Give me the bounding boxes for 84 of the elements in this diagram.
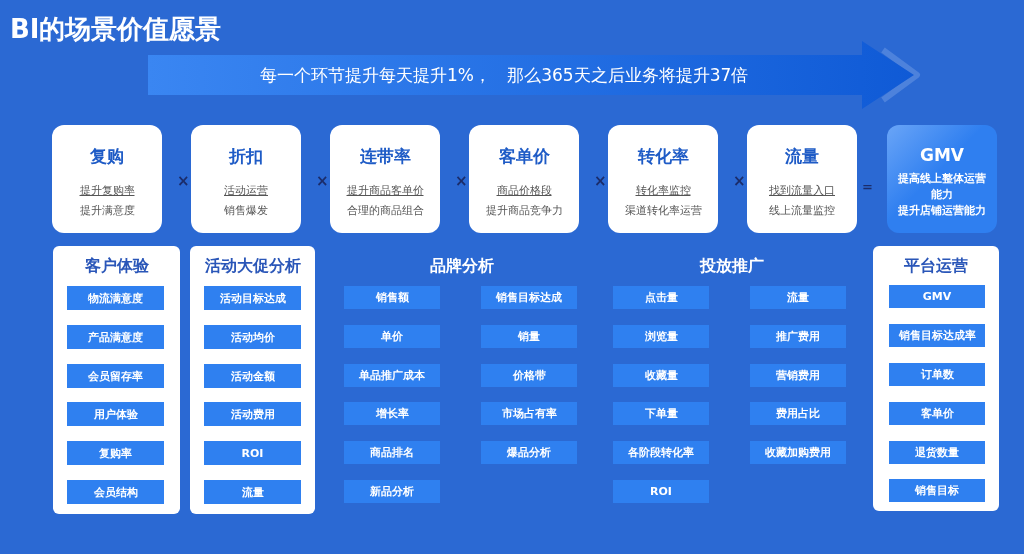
metric-tag: 退货数量	[889, 441, 985, 464]
metric-tag: 增长率	[344, 402, 440, 425]
operator-sign: ×	[455, 172, 468, 190]
metric-tag: GMV	[889, 285, 985, 308]
metric-tag: 流量	[750, 286, 846, 309]
card-text: 合理的商品组合	[346, 203, 424, 219]
metric-card	[469, 125, 579, 233]
metric-tag: 用户体验	[67, 402, 164, 426]
result-card	[887, 125, 997, 233]
panel-title: 平台运营	[903, 256, 969, 277]
metric-tag: 单价	[344, 325, 440, 348]
metric-tag: 浏览量	[613, 325, 709, 348]
category-panel	[190, 246, 315, 514]
metric-tag: 复购率	[67, 441, 164, 465]
card-title: 复购	[90, 145, 124, 168]
card-text: 提升复购率	[79, 183, 135, 199]
card-text: 找到流量入口	[769, 183, 835, 199]
metric-tag: 价格带	[481, 364, 577, 387]
metric-card	[52, 125, 162, 233]
card-title: GMV	[920, 145, 964, 165]
metric-card	[330, 125, 440, 233]
metric-tag: ROI	[204, 441, 301, 465]
group-heading: 投放推广	[700, 256, 764, 277]
metric-tag: 销售目标	[889, 479, 985, 502]
metric-tag: 活动均价	[204, 325, 301, 349]
card-text: 商品价格段	[496, 183, 552, 199]
banner-text: 每一个环节提升每天提升1%， 那么365天之后业务将提升37倍	[260, 64, 749, 87]
card-title: 流量	[785, 145, 819, 168]
panel-title: 客户体验	[83, 256, 150, 277]
operator-sign: ×	[316, 172, 329, 190]
metric-tag: 单品推广成本	[344, 364, 440, 387]
metric-tag: 活动目标达成	[204, 286, 301, 310]
metric-tag: 新品分析	[344, 480, 440, 503]
title: BI的场景价值愿景	[10, 13, 222, 46]
metric-tag: 销售目标达成	[481, 286, 577, 309]
metric-tag: 物流满意度	[67, 286, 164, 310]
metric-tag: 会员结构	[67, 480, 164, 504]
metric-tag: 销售额	[344, 286, 440, 309]
card-text: 提升商品客单价	[346, 183, 424, 199]
metric-tag: 各阶段转化率	[613, 441, 709, 464]
card-text: 线上流量监控	[769, 203, 835, 219]
metric-tag: 市场占有率	[481, 402, 577, 425]
metric-tag: 爆品分析	[481, 441, 577, 464]
category-panel	[873, 246, 999, 511]
metric-card	[191, 125, 301, 233]
category-panel	[53, 246, 180, 514]
panel-title: 活动大促分析	[203, 256, 302, 277]
metric-card	[608, 125, 718, 233]
metric-tag: 活动费用	[204, 402, 301, 426]
metric-tag: 会员留存率	[67, 364, 164, 388]
operator-sign: ×	[177, 172, 190, 190]
card-text: 转化率监控	[635, 183, 691, 199]
metric-tag: 订单数	[889, 363, 985, 386]
card-title: 转化率	[637, 145, 689, 168]
metric-tag: 流量	[204, 480, 301, 504]
metric-tag: 收藏加购费用	[750, 441, 846, 464]
metric-tag: 点击量	[613, 286, 709, 309]
metric-tag: 活动金额	[204, 364, 301, 388]
metric-tag: 费用占比	[750, 402, 846, 425]
metric-tag: 收藏量	[613, 364, 709, 387]
card-title: 连带率	[359, 145, 411, 168]
card-text: 渠道转化率运营	[624, 203, 702, 219]
metric-tag: 商品排名	[344, 441, 440, 464]
metric-tag: 销量	[481, 325, 577, 348]
group-heading: 品牌分析	[430, 256, 494, 277]
metric-tag: 下单量	[613, 402, 709, 425]
card-text: 提升满意度	[79, 203, 135, 219]
card-text: 提高线上整体运营能力	[897, 171, 987, 203]
metric-tag: 营销费用	[750, 364, 846, 387]
metric-tag: ROI	[613, 480, 709, 503]
card-text: 销售爆发	[224, 203, 268, 219]
card-text: 提升商品竞争力	[485, 203, 563, 219]
metric-tag: 推广费用	[750, 325, 846, 348]
metric-tag: 产品满意度	[67, 325, 164, 349]
operator-sign: ×	[733, 172, 746, 190]
card-text: 活动运营	[224, 183, 268, 199]
operator-sign: =	[862, 179, 873, 194]
card-title: 客单价	[498, 145, 550, 168]
metric-tag: 销售目标达成率	[889, 324, 985, 347]
operator-sign: ×	[594, 172, 607, 190]
card-title: 折扣	[229, 145, 263, 168]
metric-tag: 客单价	[889, 402, 985, 425]
metric-card	[747, 125, 857, 233]
card-text: 提升店铺运营能力	[897, 203, 987, 219]
